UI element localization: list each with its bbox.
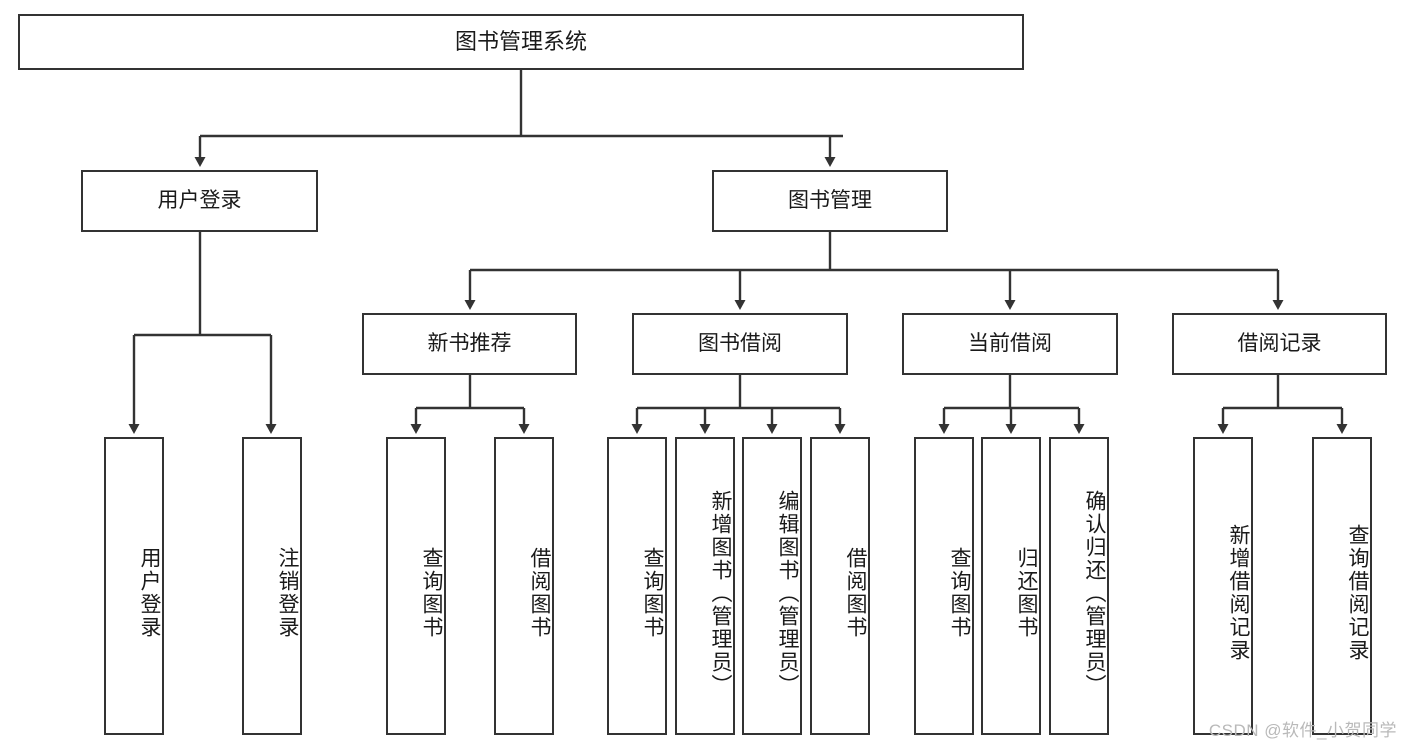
csdn-watermark: CSDN @软件_小贺同学 [1208, 721, 1397, 740]
leaf-label: 归还图书 [1015, 547, 1038, 639]
node-user-login[interactable]: 用户登录 [81, 170, 318, 232]
leaf-new-book-query-book[interactable]: 查询图书 [386, 437, 446, 735]
leaf-book-borrow-query-book[interactable]: 查询图书 [607, 437, 667, 735]
node-book-management[interactable]: 图书管理 [712, 170, 948, 232]
leaf-book-borrow-edit-book-admin[interactable]: 编辑图书（管理员） [742, 437, 802, 735]
leaf-book-borrow-borrow-book[interactable]: 借阅图书 [810, 437, 870, 735]
node-label: 图书管理 [788, 189, 872, 213]
leaf-label: 借阅图书 [844, 547, 867, 639]
leaf-borrow-record-query-record[interactable]: 查询借阅记录 [1312, 437, 1372, 735]
node-borrow-record[interactable]: 借阅记录 [1172, 313, 1387, 375]
leaf-book-borrow-add-book-admin[interactable]: 新增图书（管理员） [675, 437, 735, 735]
leaf-borrow-record-add-record[interactable]: 新增借阅记录 [1193, 437, 1253, 735]
leaf-label: 查询图书 [948, 547, 971, 639]
node-book-borrow[interactable]: 图书借阅 [632, 313, 848, 375]
node-current-borrow[interactable]: 当前借阅 [902, 313, 1118, 375]
leaf-label: 编辑图书（管理员） [776, 489, 799, 697]
leaf-label: 注销登录 [276, 547, 299, 639]
leaf-label: 查询图书 [641, 547, 664, 639]
leaf-label: 确认归还（管理员） [1083, 489, 1106, 697]
leaf-current-borrow-confirm-return-admin[interactable]: 确认归还（管理员） [1049, 437, 1109, 735]
leaf-label: 查询图书 [420, 547, 443, 639]
node-label: 用户登录 [157, 189, 242, 213]
node-label: 图书管理系统 [454, 28, 587, 54]
node-root-book-management-system[interactable]: 图书管理系统 [18, 14, 1024, 70]
leaf-new-book-borrow-book[interactable]: 借阅图书 [494, 437, 554, 735]
node-label: 图书借阅 [698, 332, 782, 356]
leaf-user-login-login[interactable]: 用户登录 [104, 437, 164, 735]
leaf-label: 用户登录 [138, 547, 161, 639]
leaf-current-borrow-query-book[interactable]: 查询图书 [914, 437, 974, 735]
leaf-label: 借阅图书 [528, 547, 551, 639]
node-label: 借阅记录 [1237, 332, 1322, 356]
leaf-user-login-logout[interactable]: 注销登录 [242, 437, 302, 735]
leaf-label: 查询借阅记录 [1346, 524, 1369, 662]
node-label: 新书推荐 [427, 332, 512, 356]
node-new-book-recommend[interactable]: 新书推荐 [362, 313, 577, 375]
node-label: 当前借阅 [968, 332, 1052, 356]
leaf-label: 新增借阅记录 [1227, 524, 1250, 662]
leaf-label: 新增图书（管理员） [709, 489, 732, 697]
leaf-current-borrow-return-book[interactable]: 归还图书 [981, 437, 1041, 735]
